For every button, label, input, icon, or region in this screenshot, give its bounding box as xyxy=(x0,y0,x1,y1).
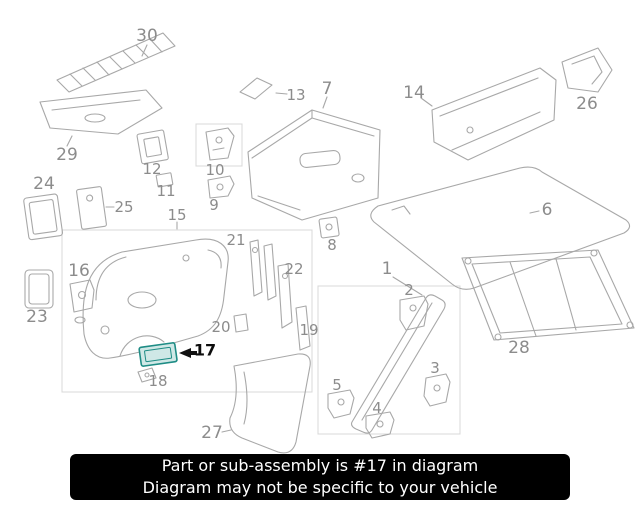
part-4-art xyxy=(365,411,395,439)
part-label-4[interactable]: 4 xyxy=(372,399,382,417)
part-22-art xyxy=(277,263,293,329)
part-9-art xyxy=(207,175,235,199)
part-23-art xyxy=(24,269,54,309)
part-8-art xyxy=(318,216,340,239)
part-label-8[interactable]: 8 xyxy=(327,236,337,254)
part-7-art xyxy=(247,96,381,221)
part-label-29[interactable]: 29 xyxy=(56,145,78,165)
part-label-1[interactable]: 1 xyxy=(381,259,393,279)
caption-line-1: Part or sub-assembly is #17 in diagram xyxy=(161,456,479,476)
part-label-16[interactable]: 16 xyxy=(68,261,90,281)
part-label-21[interactable]: 21 xyxy=(226,231,246,249)
part-label-2[interactable]: 2 xyxy=(404,281,414,299)
part-label-3[interactable]: 3 xyxy=(430,359,440,377)
part-label-13[interactable]: 13 xyxy=(286,86,306,104)
highlighted-part-17[interactable] xyxy=(138,342,178,367)
part-2-art xyxy=(399,295,429,331)
caption-line-2: Diagram may not be specific to your vehi… xyxy=(142,478,498,497)
arrow-left-icon xyxy=(179,348,197,358)
part-19-art xyxy=(295,305,311,351)
part-label-28[interactable]: 28 xyxy=(508,338,530,358)
part-30-art xyxy=(56,32,176,93)
part-13-art xyxy=(239,77,288,100)
part-label-14[interactable]: 14 xyxy=(403,83,425,103)
part-label-30[interactable]: 30 xyxy=(136,26,158,46)
part-label-24[interactable]: 24 xyxy=(33,174,55,194)
part-label-26[interactable]: 26 xyxy=(576,94,598,114)
part-12-art xyxy=(136,129,169,165)
part-label-22[interactable]: 22 xyxy=(284,260,304,278)
part-label-19[interactable]: 19 xyxy=(299,321,319,339)
part-25-art xyxy=(76,186,115,230)
part-label-5[interactable]: 5 xyxy=(332,376,342,394)
part-28-art xyxy=(461,249,635,341)
caption-banner: Part or sub-assembly is #17 in diagram D… xyxy=(70,454,570,500)
part-label-18[interactable]: 18 xyxy=(148,372,168,390)
part-label-6[interactable]: 6 xyxy=(541,200,553,220)
part-24-art xyxy=(23,193,64,241)
part-16-art xyxy=(69,279,95,324)
part-10-art xyxy=(205,127,235,161)
part-1-art xyxy=(350,276,446,434)
part-label-23[interactable]: 23 xyxy=(26,307,48,327)
part-26-art xyxy=(561,47,613,93)
part-27-art xyxy=(221,353,311,454)
part-20-art xyxy=(233,313,249,333)
part-6-art xyxy=(370,166,631,290)
part-14-art xyxy=(420,67,557,161)
part-label-9[interactable]: 9 xyxy=(209,196,219,214)
part-label-7[interactable]: 7 xyxy=(321,79,333,99)
part-3-art xyxy=(423,373,451,407)
part-label-12[interactable]: 12 xyxy=(142,160,162,178)
part-11-art xyxy=(155,172,174,188)
part-label-25[interactable]: 25 xyxy=(114,198,134,216)
part-label-27[interactable]: 27 xyxy=(201,423,223,443)
part-label-17[interactable]: 17 xyxy=(193,340,217,360)
part-29-art xyxy=(39,89,163,147)
part-label-11[interactable]: 11 xyxy=(156,182,176,200)
part-label-20[interactable]: 20 xyxy=(211,318,231,336)
part-15-art xyxy=(82,221,229,359)
part-label-15[interactable]: 15 xyxy=(167,206,187,224)
part-18-art xyxy=(137,367,157,383)
part-5-art xyxy=(327,389,355,419)
part-21-art xyxy=(249,239,277,301)
part-label-10[interactable]: 10 xyxy=(205,161,225,179)
